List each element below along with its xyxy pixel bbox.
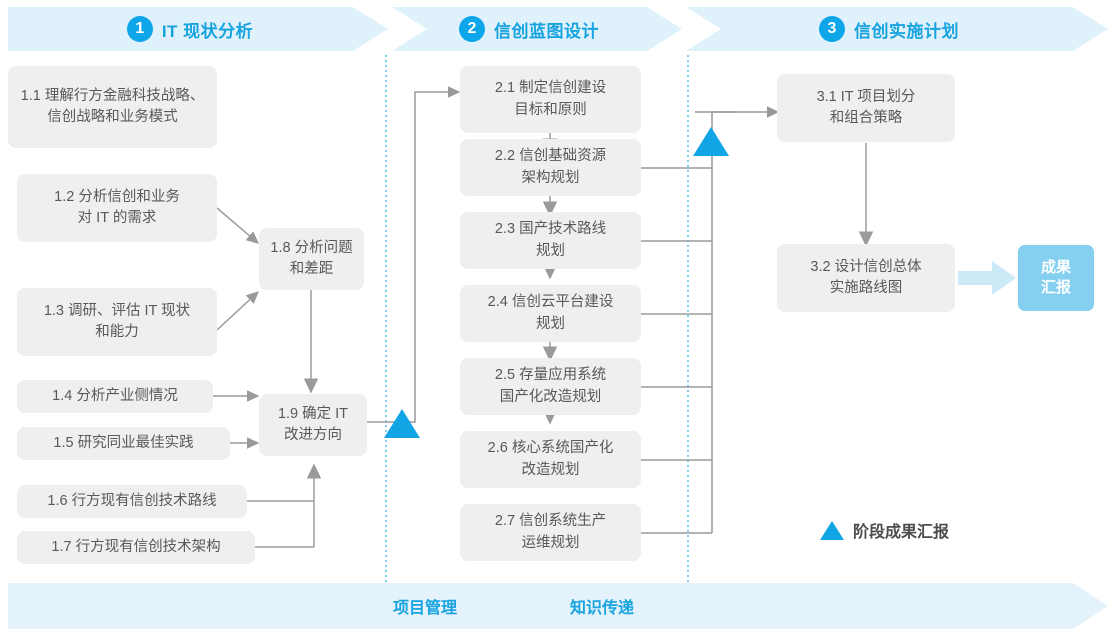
phase-band-1: 1 IT 现状分析: [8, 7, 388, 51]
phase-number-2: 2: [459, 16, 485, 42]
milestone-triangle-phase2: [693, 127, 729, 156]
bottom-band: [8, 583, 1108, 629]
phase-title-3: 信创实施计划: [854, 21, 959, 41]
task-node-1-9[interactable]: 1.9 确定 IT 改进方向: [259, 394, 367, 456]
phase-band-2: 2 信创蓝图设计: [392, 7, 682, 51]
legend-label: 阶段成果汇报: [853, 524, 950, 541]
task-node-2-2[interactable]: 2.2 信创基础资源 架构规划: [460, 139, 641, 196]
task-node-1-2[interactable]: 1.2 分析信创和业务 对 IT 的需求: [17, 174, 217, 242]
task-node-1-7[interactable]: 1.7 行方现有信创技术架构: [17, 531, 255, 564]
phase-band-3: 3 信创实施计划: [686, 7, 1108, 51]
task-node-1-5[interactable]: 1.5 研究同业最佳实践: [17, 427, 230, 460]
phase-number-3: 3: [819, 16, 845, 42]
task-node-1-1[interactable]: 1.1 理解行方金融科技战略、 信创战略和业务模式: [8, 66, 217, 148]
result-arrow-icon: [958, 261, 1016, 295]
bottom-label-knowledge-transfer: 知识传递: [570, 600, 635, 617]
task-node-2-5[interactable]: 2.5 存量应用系统 国产化改造规划: [460, 358, 641, 415]
task-node-1-4[interactable]: 1.4 分析产业侧情况: [17, 380, 213, 413]
legend: 阶段成果汇报: [820, 518, 949, 542]
phase-title-2: 信创蓝图设计: [494, 21, 599, 41]
milestone-triangle-phase1: [384, 409, 420, 438]
phase-number-1: 1: [126, 16, 153, 42]
task-node-1-3[interactable]: 1.3 调研、评估 IT 现状 和能力: [17, 288, 217, 356]
task-node-2-7[interactable]: 2.7 信创系统生产 运维规划: [460, 504, 641, 561]
wire-12-to-18: [216, 207, 260, 244]
task-node-1-8[interactable]: 1.8 分析问题 和差距: [259, 228, 364, 290]
milestone-triangle-icon: [820, 520, 844, 540]
task-node-2-3[interactable]: 2.3 国产技术路线 规划: [460, 212, 641, 269]
task-node-2-1[interactable]: 2.1 制定信创建设 目标和原则: [460, 66, 641, 133]
wire-collector-spine: [711, 111, 738, 533]
task-node-3-2[interactable]: 3.2 设计信创总体 实施路线图: [777, 244, 955, 312]
task-node-2-4[interactable]: 2.4 信创云平台建设 规划: [460, 285, 641, 342]
wire-13-to-18: [216, 291, 259, 331]
task-node-3-1[interactable]: 3.1 IT 项目划分 和组合策略: [777, 74, 955, 142]
task-node-2-6[interactable]: 2.6 核心系统国产化 改造规划: [460, 431, 641, 488]
result-badge[interactable]: 成果 汇报: [1018, 245, 1094, 311]
phase-title-1: IT 现状分析: [161, 21, 254, 41]
wire-19-to-21: [367, 86, 461, 423]
task-node-1-6[interactable]: 1.6 行方现有信创技术路线: [17, 485, 247, 518]
bottom-label-project-management: 项目管理: [393, 600, 458, 617]
